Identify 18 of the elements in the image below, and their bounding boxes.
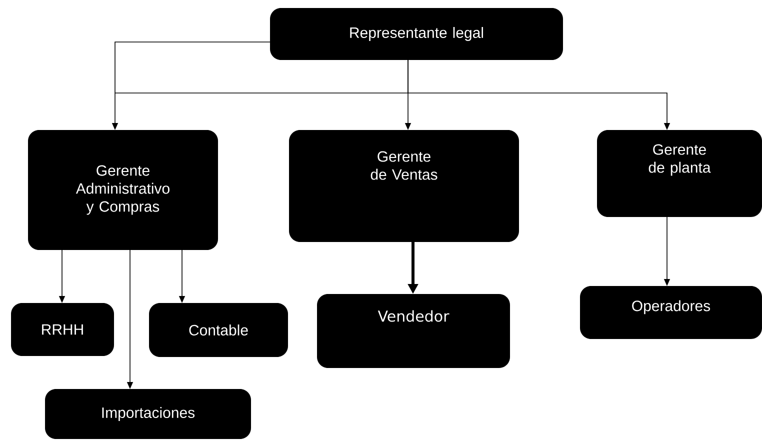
box-label: Gerente Administrativo y Compras [76,165,170,215]
box-label: Contable [189,324,248,336]
org-box [11,303,114,356]
org-box [28,130,218,250]
box-label: Operadores [632,300,710,314]
org-box [580,286,762,339]
org-box [317,294,510,368]
box-label: RRHH [42,324,83,335]
org-box [149,303,288,357]
box-label: Vendedor [378,310,450,322]
box-label: Representante legal [350,27,483,41]
org-box [597,130,762,217]
box-label: Gerente de planta [648,144,711,176]
org-box [45,389,251,439]
org-box [270,8,563,60]
box-label: Importaciones [102,407,195,421]
org-box [289,130,519,242]
box-label: Gerente de Ventas [370,151,438,180]
